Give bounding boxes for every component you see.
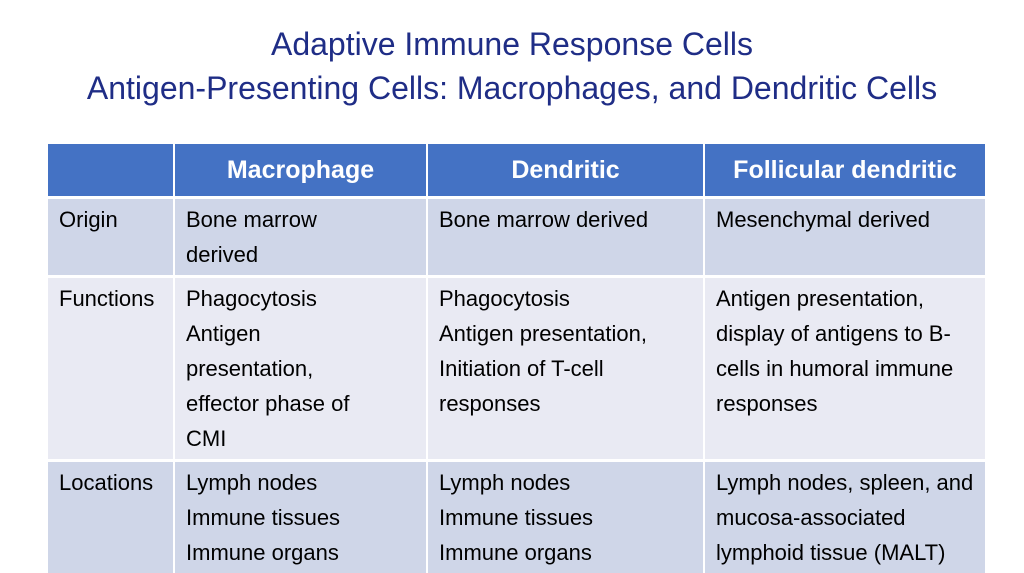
cell-origin-follicular-dendritic: Mesenchymal derived: [703, 196, 987, 278]
header-cell-macrophage: Macrophage: [173, 141, 428, 199]
cell-locations-macrophage: Lymph nodes Immune tissues Immune organs: [173, 459, 428, 573]
title-line-2: Antigen-Presenting Cells: Macrophages, a…: [86, 70, 938, 106]
header-cell-blank: [46, 141, 175, 199]
cell-functions-macrophage: Phagocytosis Antigen presentation, effec…: [173, 275, 428, 462]
apc-table: Macrophage Dendritic Follicular dendriti…: [46, 141, 987, 573]
slide-title: Adaptive Immune Response Cells Antigen-P…: [0, 22, 1024, 110]
row-label-origin: Origin: [46, 196, 175, 278]
title-line-1: Adaptive Immune Response Cells: [270, 26, 753, 62]
row-label-functions: Functions: [46, 275, 175, 462]
header-cell-dendritic: Dendritic: [426, 141, 705, 199]
cell-locations-follicular-dendritic: Lymph nodes, spleen, and mucosa-associat…: [703, 459, 987, 573]
cell-origin-macrophage: Bone marrow derived: [173, 196, 428, 278]
cell-locations-dendritic: Lymph nodes Immune tissues Immune organs: [426, 459, 705, 573]
table-row-locations: Locations Lymph nodes Immune tissues Imm…: [46, 459, 987, 573]
table-row-functions: Functions Phagocytosis Antigen presentat…: [46, 275, 987, 462]
cell-functions-dendritic: Phagocytosis Antigen presentation, Initi…: [426, 275, 705, 462]
table-row-origin: Origin Bone marrow derived Bone marrow d…: [46, 196, 987, 278]
cell-functions-follicular-dendritic: Antigen presentation, display of antigen…: [703, 275, 987, 462]
row-label-locations: Locations: [46, 459, 175, 573]
header-cell-follicular-dendritic: Follicular dendritic: [703, 141, 987, 199]
table-header-row: Macrophage Dendritic Follicular dendriti…: [46, 141, 987, 199]
cell-origin-dendritic: Bone marrow derived: [426, 196, 705, 278]
